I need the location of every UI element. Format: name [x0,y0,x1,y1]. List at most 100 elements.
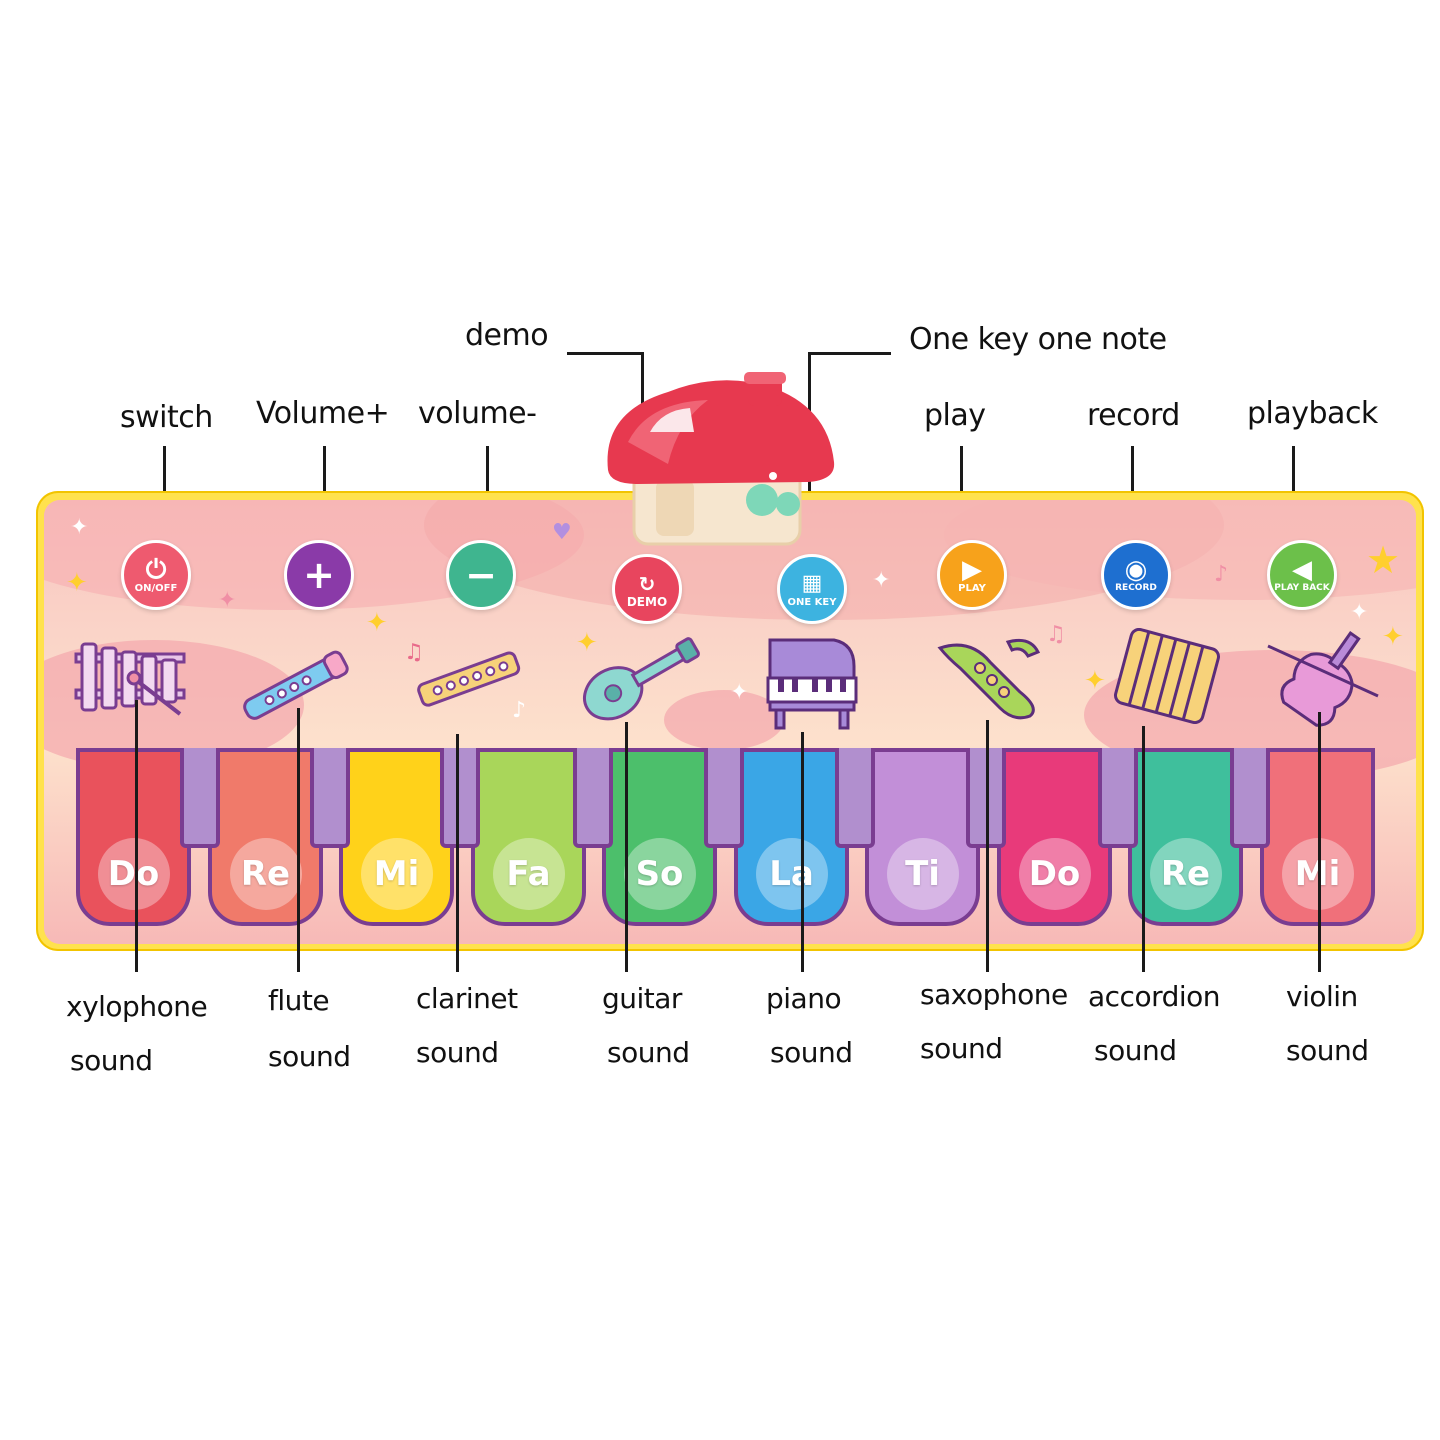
play-callout-line [960,446,963,532]
demo-button-text: DEMO [626,594,668,609]
switch-callout-line [163,446,166,532]
play-label: play [924,398,986,433]
flute-sound-label: sound [268,1040,351,1073]
switch-label: switch [120,400,213,435]
piano-key-2[interactable]: Re [208,748,323,926]
violin-callout-line [1318,712,1321,972]
plus-icon: + [303,553,335,597]
flute-callout-line [297,708,300,972]
volume-down-label: volume- [418,396,537,431]
playback-label: playback [1247,396,1378,431]
xylophone-callout-line [135,700,138,972]
music-note-icon: ♫ [404,640,424,665]
black-key[interactable] [835,748,875,848]
minus-icon: − [465,553,497,597]
piano-key-8[interactable]: Do [997,748,1112,926]
sparkle-icon: ✦ [366,608,388,638]
record-disc-icon: ◉ [1124,554,1148,585]
sparkle-icon: ✦ [730,680,749,705]
black-key[interactable] [1098,748,1138,848]
piano-sound-label: sound [770,1036,853,1069]
guitar-icon [583,637,700,721]
sparkle-icon: ✦ [66,568,88,598]
black-key[interactable] [180,748,220,848]
accordion-callout-line [1142,726,1145,972]
sparkle-icon: ✦ [872,568,891,593]
violin-sound-label: sound [1286,1034,1369,1067]
record-button-text: RECORD [1115,582,1157,593]
key-note-label: Do [97,838,170,910]
saxophone-callout-line [986,720,989,972]
xylophone-sound-label: sound [70,1044,153,1077]
sparkle-icon: ✦ [1084,666,1106,696]
record-label: record [1087,398,1180,433]
black-key[interactable] [573,748,613,848]
piano-key-4[interactable]: Fa [471,748,586,926]
music-note-icon: ♫ [1046,622,1066,647]
demo-icon: ↻ [638,571,656,596]
sparkle-icon: ✦ [1382,622,1404,652]
piano-key-7[interactable]: Ti [865,748,980,926]
switch-button-text: ON/OFF [134,582,178,594]
piano-key-5[interactable]: So [602,748,717,926]
piano-callout-line [801,732,804,972]
mushroom-house-speaker [607,372,835,546]
flute-label: flute [268,984,330,1017]
black-key[interactable] [440,748,480,848]
black-key[interactable] [1230,748,1270,848]
play-button[interactable]: ▶PLAY [937,540,1007,610]
piano-key-6[interactable]: La [734,748,849,926]
violin-label: violin [1286,980,1358,1013]
key-note-label: La [755,838,828,910]
key-note-label: Fa [492,838,565,910]
clarinet-icon [417,651,521,707]
volume-down-callout-line [486,446,489,532]
key-note-label: Do [1018,838,1091,910]
piano-key-9[interactable]: Re [1128,748,1243,926]
key-note-label: So [623,838,696,910]
switch-button[interactable]: ⏻ON/OFF [121,540,191,610]
sparkle-icon: ✦ [218,588,237,613]
playback-button[interactable]: ◀PLAY BACK [1267,540,1337,610]
heart-icon: ♥ [552,520,572,545]
saxophone-label: saxophone [920,978,1068,1011]
accordion-sound-label: sound [1094,1034,1177,1067]
playback-callout-line [1292,446,1295,532]
play-icon: ▶ [961,554,982,585]
volume-up-callout-line [323,446,326,532]
play-button-text: PLAY [958,582,986,594]
piano-icon [766,638,858,730]
key-note-label: Mi [1281,838,1354,910]
volume-up-label: Volume+ [256,396,390,431]
grid-icon: ▦ [801,570,823,596]
clarinet-callout-line [456,734,459,972]
flute-icon [243,650,349,720]
demo-button[interactable]: ↻DEMO [612,554,682,624]
key-note-label: Re [1149,838,1222,910]
key-note-label: Mi [360,838,433,910]
violin-icon [1267,630,1379,727]
clarinet-sound-label: sound [416,1036,499,1069]
music-note-icon: ♪ [1214,562,1229,587]
one-key-label: One key one note [909,322,1167,357]
sparkle-icon: ✦ [70,515,89,540]
power-icon: ⏻ [145,554,167,585]
saxophone-sound-label: sound [920,1032,1003,1065]
piano-key-10[interactable]: Mi [1260,748,1375,926]
star-icon: ★ [1366,538,1401,582]
one-key-button[interactable]: ▦ONE KEY [777,554,847,624]
volume-up-button[interactable]: + [284,540,354,610]
xylophone-icon [74,642,186,716]
one-key-callout-line-h [808,352,891,355]
piano-label: piano [766,982,842,1015]
accordion-icon [1113,628,1221,724]
black-key[interactable] [704,748,744,848]
volume-down-button[interactable]: − [446,540,516,610]
black-key[interactable] [310,748,350,848]
piano-key-3[interactable]: Mi [339,748,454,926]
background-cloud [664,690,784,750]
clarinet-label: clarinet [416,982,518,1015]
record-button[interactable]: ◉RECORD [1101,540,1171,610]
piano-key-1[interactable]: Do [76,748,191,926]
key-note-label: Re [229,838,302,910]
